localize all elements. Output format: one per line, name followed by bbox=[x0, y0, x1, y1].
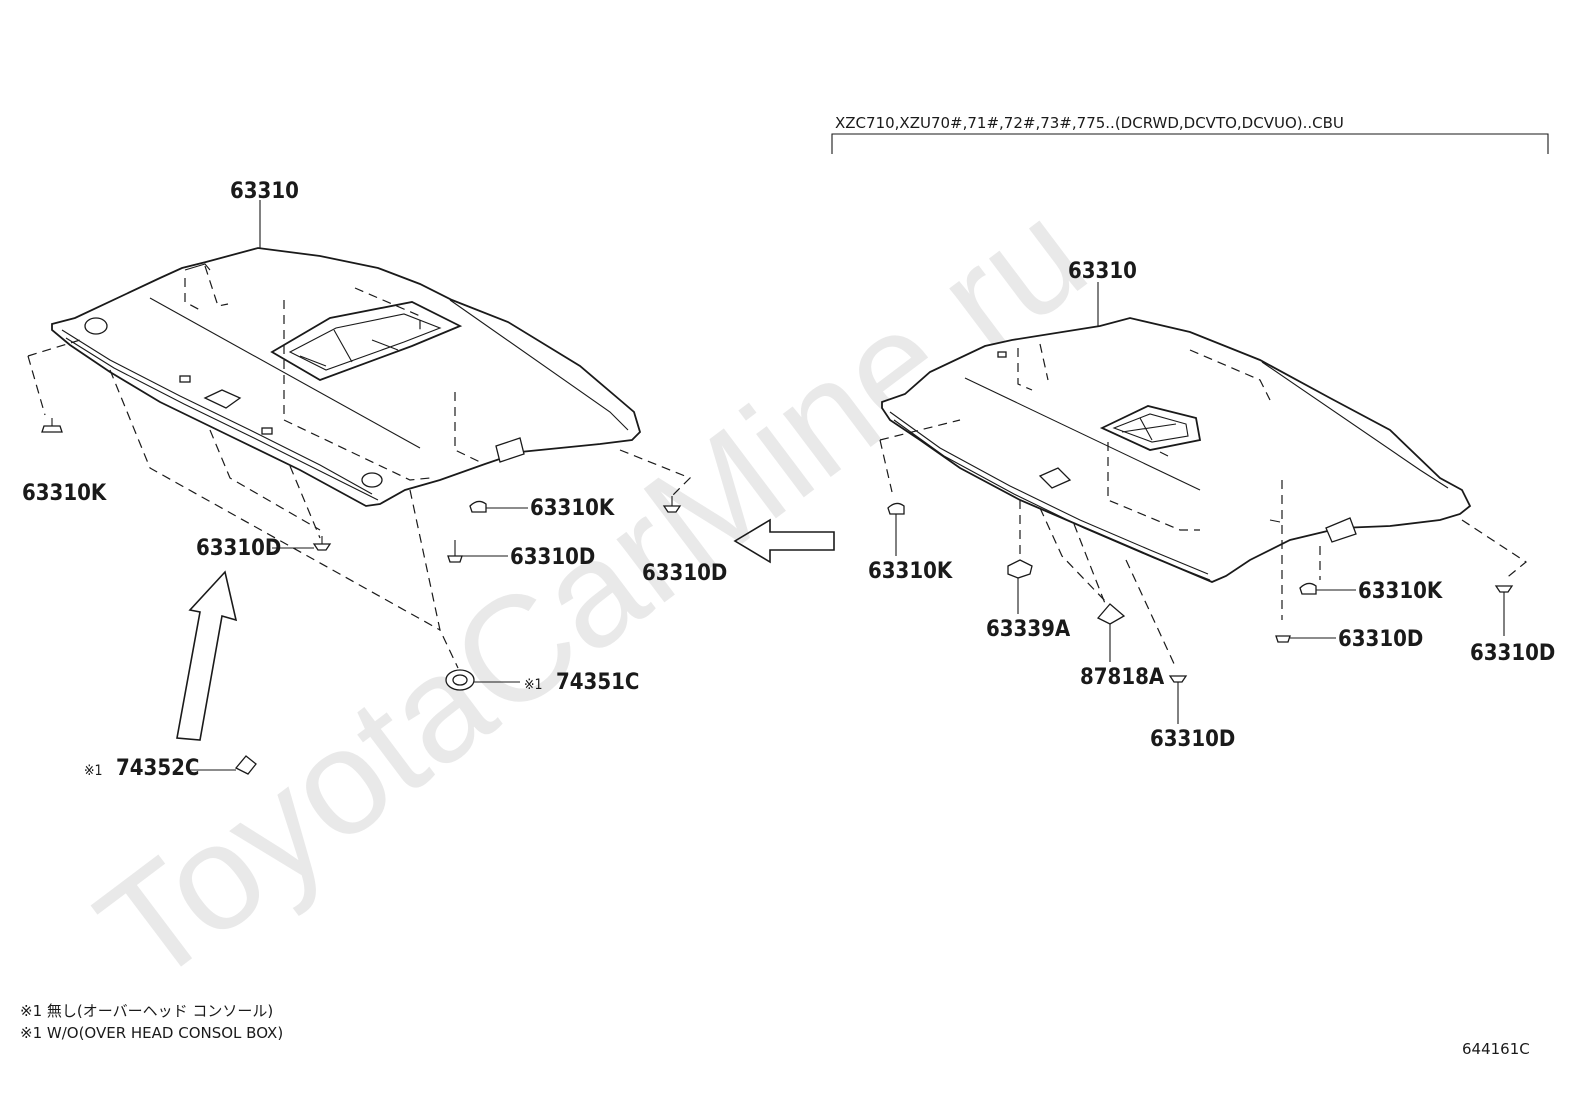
right-label-63310k-b: 63310K bbox=[1358, 579, 1443, 604]
right-clip-63310k-a bbox=[887, 502, 905, 556]
left-clip-63310k-a bbox=[41, 418, 63, 433]
right-clip-63310d-c bbox=[1168, 675, 1188, 724]
left-note-mark-bracket: ※1 bbox=[84, 763, 103, 779]
footnote-en: ※1 W/O(OVER HEAD CONSOL BOX) bbox=[20, 1024, 283, 1042]
left-label-63310d-b: 63310D bbox=[642, 561, 727, 586]
left-headliner-panel bbox=[51, 247, 642, 507]
right-clip-63310k-b bbox=[1299, 582, 1356, 595]
illustration-id: 644161C bbox=[1462, 1040, 1530, 1058]
right-label-87818a: 87818A bbox=[1080, 665, 1165, 690]
right-headliner-panel bbox=[881, 317, 1472, 583]
left-main-part-number: 63310 bbox=[230, 179, 299, 204]
right-label-63310d-b: 63310D bbox=[1470, 641, 1555, 666]
left-note-mark-pad: ※1 bbox=[524, 677, 543, 693]
variant-bracket-line bbox=[831, 133, 1549, 154]
left-clip-63310d-b bbox=[662, 496, 682, 513]
left-clip-63310k-b bbox=[469, 500, 528, 513]
left-bracket-74352c-icon bbox=[190, 755, 257, 775]
variant-condition-text: XZC710,XZU70#,71#,72#,73#,775..(DCRWD,DC… bbox=[835, 114, 1344, 132]
left-label-63310d-a: 63310D bbox=[510, 545, 595, 570]
right-clip-63310d-a bbox=[1275, 635, 1336, 643]
left-console-opening bbox=[270, 301, 463, 381]
left-clip-63310d-c bbox=[272, 536, 332, 551]
right-main-part-number: 63310 bbox=[1068, 259, 1137, 284]
right-label-63310d-a: 63310D bbox=[1338, 627, 1423, 652]
left-label-63310k-b: 63310K bbox=[530, 496, 615, 521]
left-label-74352c: 74352C bbox=[116, 756, 199, 781]
right-label-63310d-c: 63310D bbox=[1150, 727, 1235, 752]
variant-arrow-left bbox=[733, 518, 835, 564]
left-headliner-assembly bbox=[27, 200, 692, 775]
right-nut-63339a-icon bbox=[1007, 559, 1033, 614]
right-bracket-87818a-icon bbox=[1096, 603, 1126, 662]
left-label-63310d-c: 63310D bbox=[196, 536, 281, 561]
right-clip-63310d-b bbox=[1494, 585, 1514, 636]
left-clip-63310d-a bbox=[447, 540, 508, 563]
right-headliner-assembly bbox=[879, 282, 1528, 724]
footnote-jp: ※1 無し(オーバーヘッド コンソール) bbox=[20, 1002, 273, 1020]
view-direction-arrow-up bbox=[176, 570, 238, 741]
left-label-74351c: 74351C bbox=[556, 670, 639, 695]
right-label-63310k-a: 63310K bbox=[868, 559, 953, 584]
left-pad-74351c-icon bbox=[445, 669, 520, 691]
right-label-63339a: 63339A bbox=[986, 617, 1071, 642]
left-label-63310k-a: 63310K bbox=[22, 481, 107, 506]
